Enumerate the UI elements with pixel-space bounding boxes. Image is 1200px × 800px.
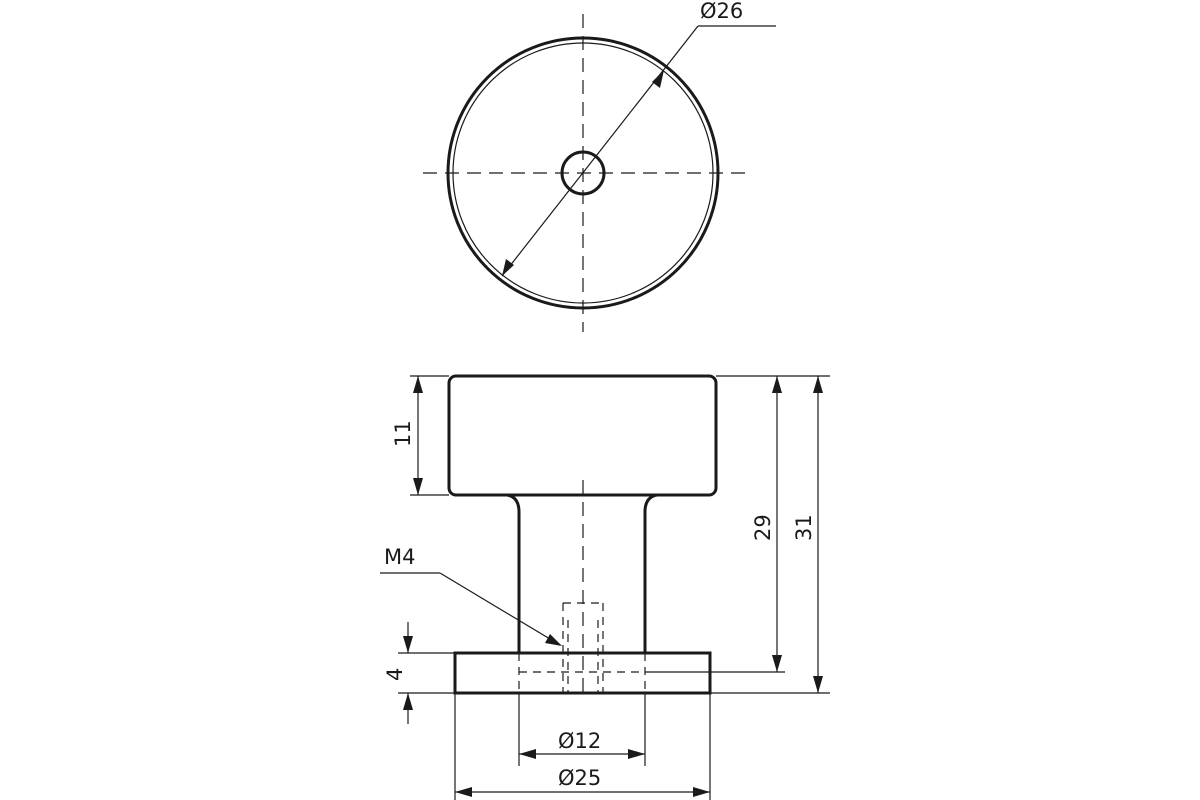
dim-4-arrow-bottom <box>403 693 413 710</box>
diameter-26-label: Ø26 <box>700 0 743 23</box>
diameter-26-arrow-start <box>502 259 514 276</box>
dim-11-arrow-top <box>413 376 423 393</box>
m4-leader-diagonal <box>439 572 561 646</box>
dim-12-arrow-left <box>519 749 536 759</box>
dim-25-arrow-right <box>693 787 710 797</box>
dim-29-arrow-bottom <box>772 655 782 672</box>
dim-31-label: 31 <box>792 514 816 541</box>
top-view: Ø26 <box>423 0 776 332</box>
knob-head <box>447 374 718 497</box>
knob-shank-left <box>506 493 521 653</box>
dim-29-arrow-top <box>772 376 782 393</box>
dim-12-label: Ø12 <box>558 729 601 753</box>
dim-31-arrow-top <box>813 376 823 393</box>
dim-31-arrow-bottom <box>813 676 823 693</box>
diameter-26-dimension-line <box>501 25 699 277</box>
dim-4-arrow-top <box>403 636 413 653</box>
m4-label: M4 <box>384 545 415 569</box>
dim-4-label: 4 <box>383 668 407 681</box>
dim-25-label: Ø25 <box>558 766 601 790</box>
m4-leader-arrow <box>545 634 562 646</box>
knob-base <box>453 651 712 695</box>
dim-11-label: 11 <box>391 420 415 447</box>
diameter-26-arrow-end <box>652 70 664 88</box>
dim-12-arrow-right <box>628 749 645 759</box>
dim-25-arrow-left <box>455 787 472 797</box>
dim-29-label: 29 <box>751 514 775 541</box>
knob-shank-right <box>643 493 658 653</box>
dim-11-arrow-bottom <box>413 478 423 495</box>
side-view: 11 29 31 M4 4 Ø12 <box>380 374 830 800</box>
